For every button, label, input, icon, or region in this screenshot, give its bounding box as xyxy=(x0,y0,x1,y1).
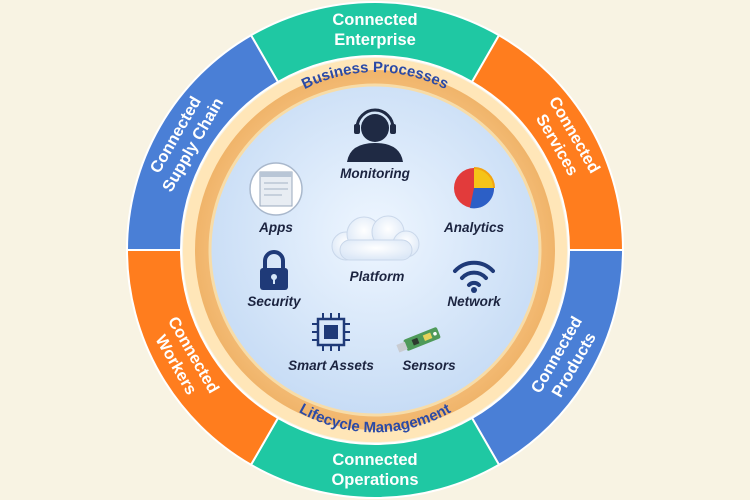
analytics-label: Analytics xyxy=(443,220,505,235)
platform-label: Platform xyxy=(350,269,405,284)
monitoring-node: Monitoring xyxy=(340,108,411,181)
sensors-node: Sensors xyxy=(396,327,456,373)
segment-supply-chain xyxy=(125,33,280,251)
smart-assets-label: Smart Assets xyxy=(288,358,374,373)
chip-icon xyxy=(312,313,350,351)
sensor-board-icon xyxy=(396,327,441,353)
apps-node: Apps xyxy=(249,162,303,235)
security-label: Security xyxy=(247,294,302,309)
wifi-icon xyxy=(453,260,495,287)
segment-label-line: Enterprise xyxy=(334,31,416,49)
apps-label: Apps xyxy=(258,220,293,235)
pie-chart-icon xyxy=(454,167,495,209)
user-headset-icon xyxy=(347,108,403,162)
lock-icon xyxy=(260,250,288,290)
app-window-icon xyxy=(249,162,303,216)
wifi-dot xyxy=(471,287,477,293)
smart-assets-node: Smart Assets xyxy=(288,313,374,373)
network-node: Network xyxy=(447,260,502,309)
analytics-node: Analytics xyxy=(443,167,505,235)
outer-segments xyxy=(125,1,625,499)
network-label: Network xyxy=(447,294,502,309)
cloud-icon xyxy=(331,215,420,261)
segment-label-line: Connected xyxy=(332,451,417,469)
sensors-label: Sensors xyxy=(402,358,456,373)
segment-label-line: Connected xyxy=(332,11,417,29)
security-node: Security xyxy=(247,250,302,309)
segment-label-line: Operations xyxy=(331,471,418,489)
platform-node: Platform xyxy=(331,215,420,284)
monitoring-label: Monitoring xyxy=(340,166,410,181)
